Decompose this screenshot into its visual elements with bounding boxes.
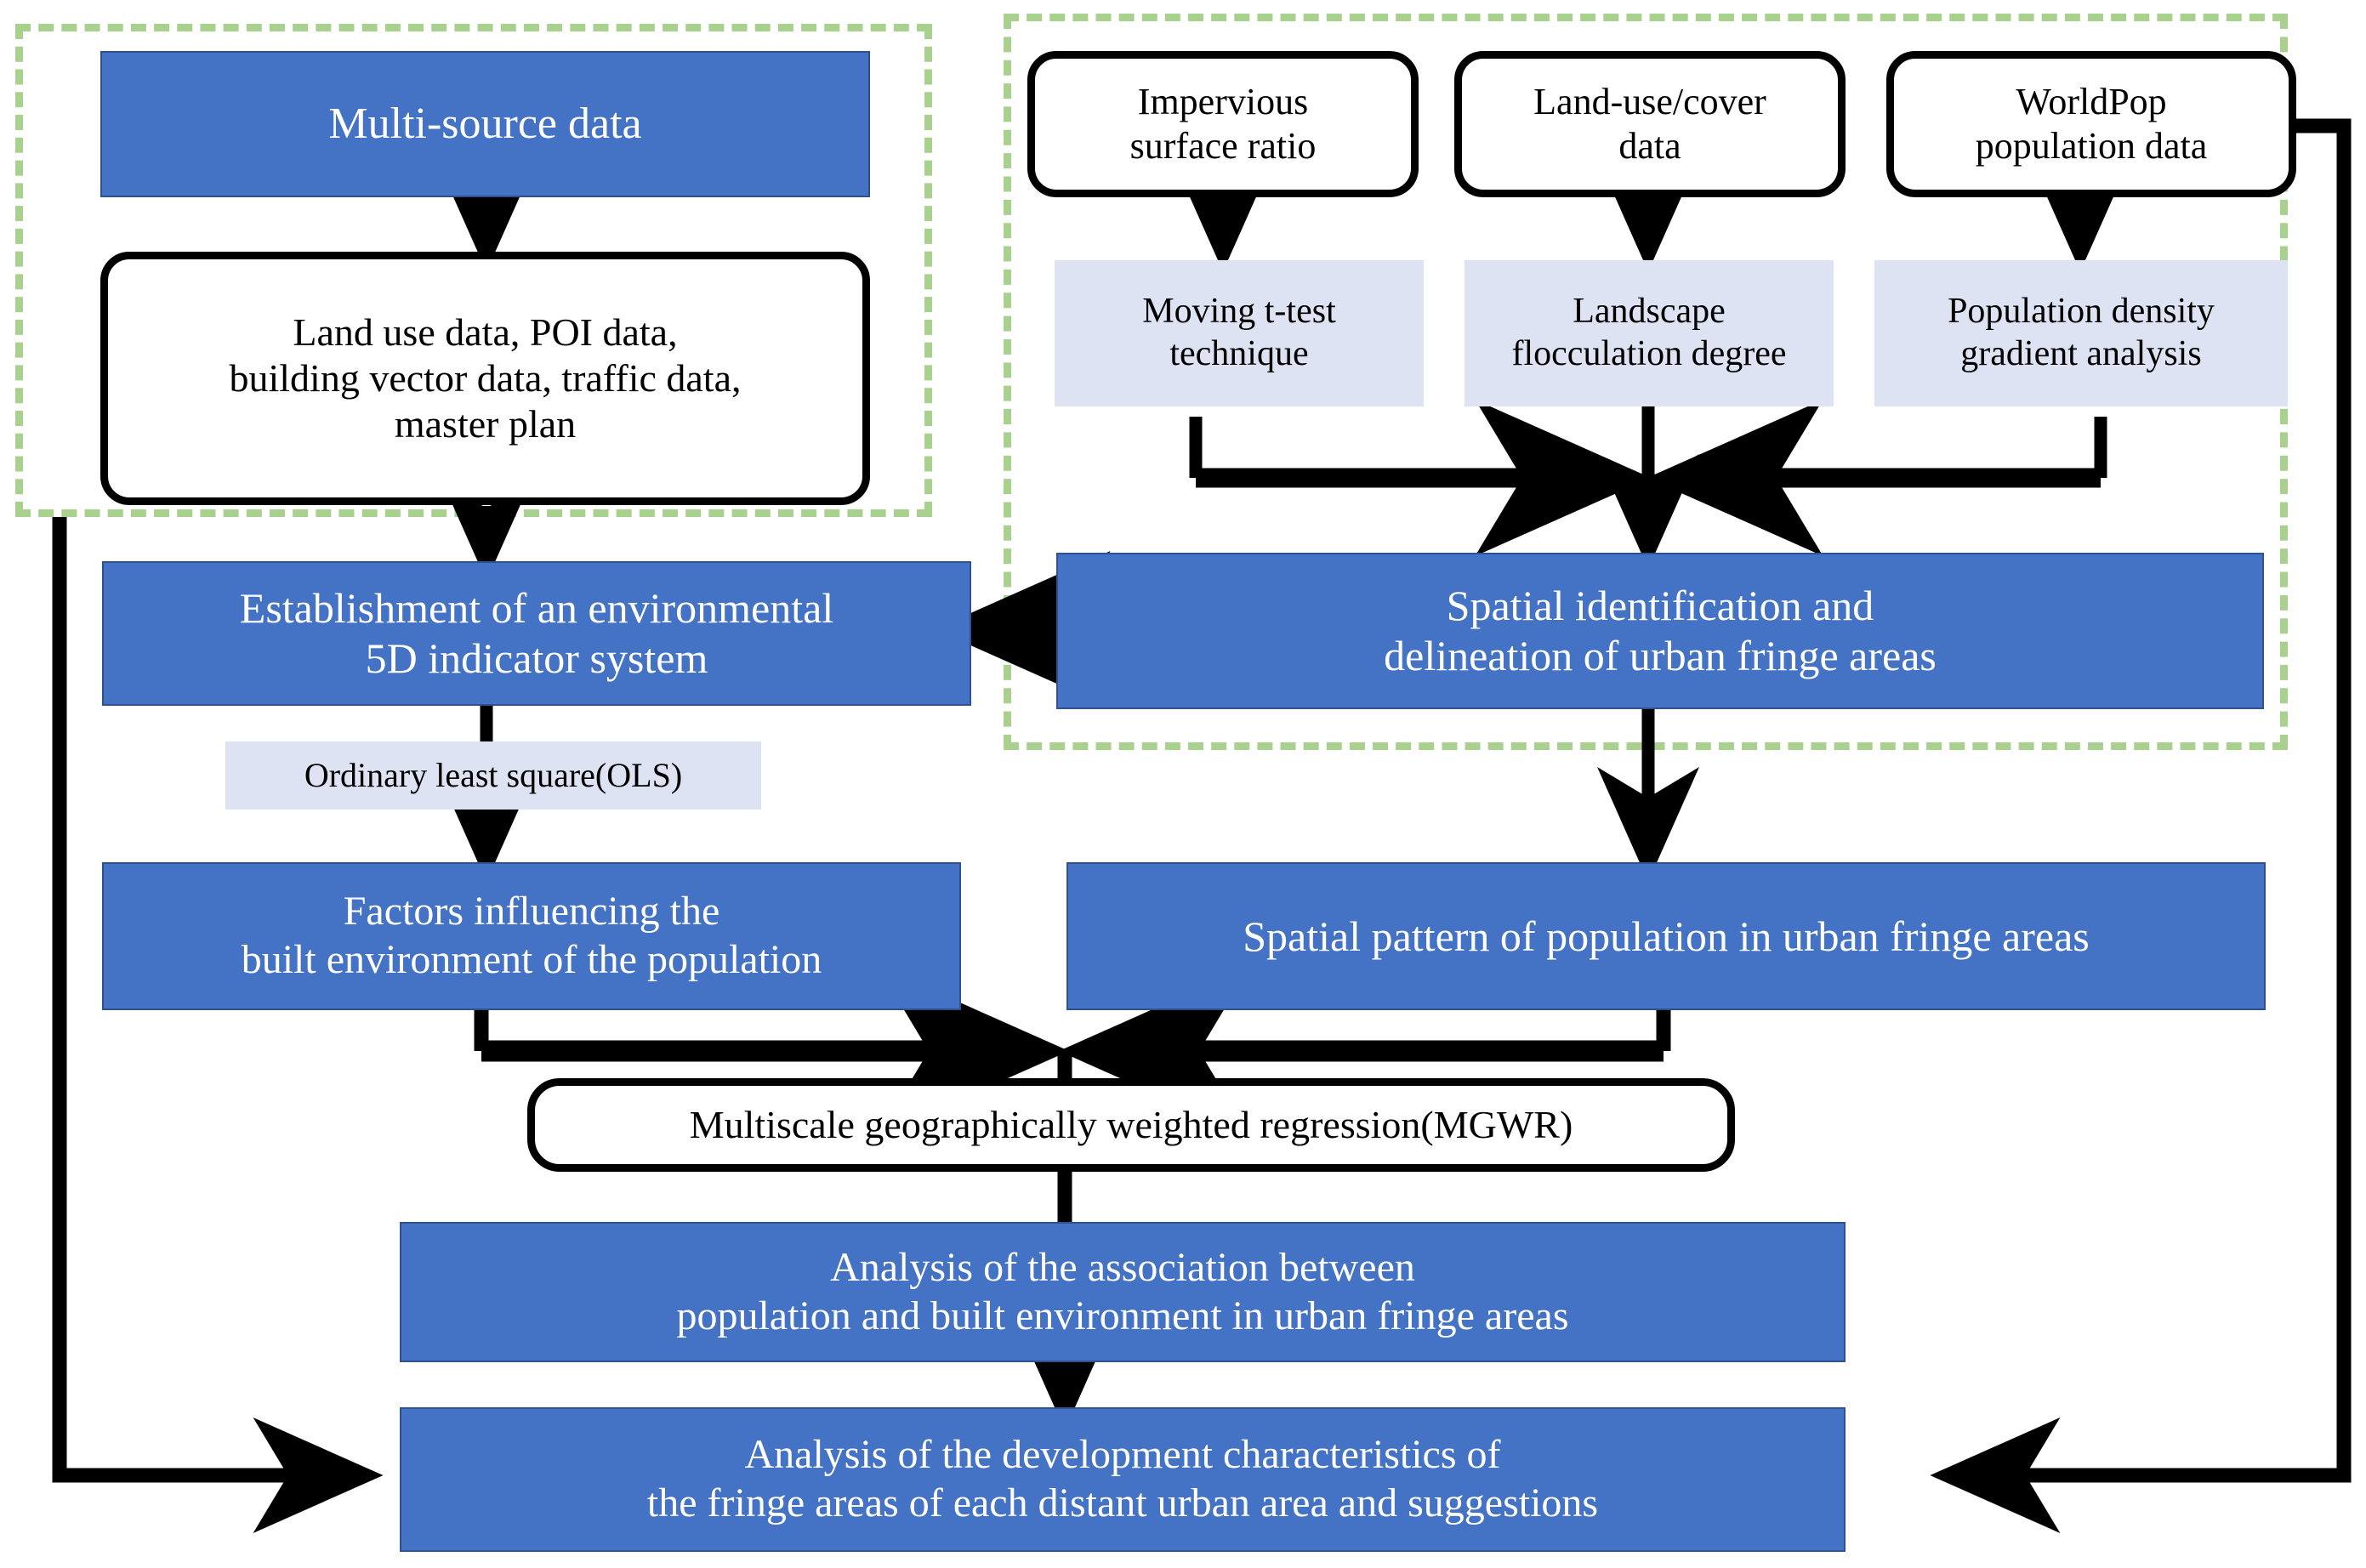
node-ordinary-least-square[interactable]: Ordinary least square(OLS) [225,741,761,810]
node-label: Ordinary least square(OLS) [304,756,683,795]
node-label: Spatial pattern of population in urban f… [1243,912,2090,960]
node-label: Analysis of the development characterist… [646,1432,1599,1525]
node-label: Multi-source data [328,99,642,149]
node-label: Land use data, POI data,building vector … [229,310,742,446]
node-mgwr[interactable]: Multiscale geographically weighted regre… [527,1078,1735,1172]
node-data-list[interactable]: Land use data, POI data,building vector … [100,252,870,505]
node-spatial-pattern[interactable]: Spatial pattern of population in urban f… [1066,862,2266,1010]
node-multi-source-data[interactable]: Multi-source data [100,51,870,197]
node-label: Multiscale geographically weighted regre… [689,1102,1573,1146]
node-development-characteristics[interactable]: Analysis of the development characterist… [400,1407,1846,1552]
